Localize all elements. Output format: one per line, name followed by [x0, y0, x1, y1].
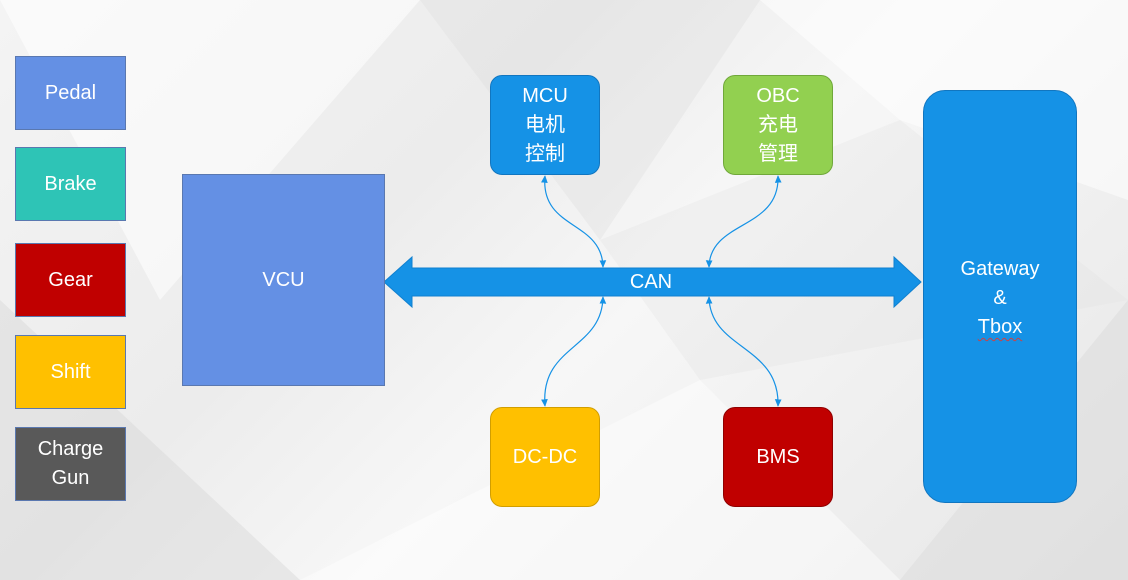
connector-bms-can [705, 296, 782, 407]
gateway-label-line-2: & [993, 287, 1007, 309]
legend-gear: Gear [15, 243, 126, 317]
gateway-label-line-1: Gateway [960, 258, 1040, 280]
legend-charge-gun-line-1: Charge [37, 438, 104, 460]
legend-shift-label: Shift [50, 360, 91, 383]
connector-mcu-can [541, 175, 607, 268]
legend-charge-gun: Charge Gun [15, 427, 126, 501]
mcu-label-line-3: 控制 [525, 142, 565, 165]
mcu-node: MCU 电机 控制 [490, 75, 600, 175]
legend-gear-label: Gear [48, 268, 93, 291]
legend-shift: Shift [15, 335, 126, 409]
gateway-label-line-3: Tbox [977, 316, 1023, 338]
legend-brake-label: Brake [44, 172, 97, 195]
legend-pedal: Pedal [15, 56, 126, 130]
obc-label-line-1: OBC [756, 84, 800, 107]
vcu-label: VCU [262, 268, 305, 291]
mcu-label-line-1: MCU [522, 84, 568, 107]
bms-label: BMS [756, 445, 800, 468]
obc-node: OBC 充电 管理 [723, 75, 833, 175]
legend-brake: Brake [15, 147, 126, 221]
obc-label-line-3: 管理 [758, 142, 798, 165]
connector-obc-can [705, 175, 782, 268]
can-bus-label: CAN [629, 271, 673, 293]
vcu-block: VCU [182, 174, 385, 386]
connector-dcdc-can [541, 296, 607, 407]
dcdc-label: DC-DC [512, 445, 578, 468]
dcdc-node: DC-DC [490, 407, 600, 507]
can-bus-arrow [383, 255, 922, 309]
obc-label-line-2: 充电 [758, 113, 798, 136]
mcu-label-line-2: 电机 [525, 113, 565, 136]
bms-node: BMS [723, 407, 833, 507]
legend-charge-gun-line-2: Gun [51, 467, 90, 489]
legend-pedal-label: Pedal [44, 81, 97, 104]
gateway-tbox-node: Gateway & Tbox [923, 90, 1077, 503]
